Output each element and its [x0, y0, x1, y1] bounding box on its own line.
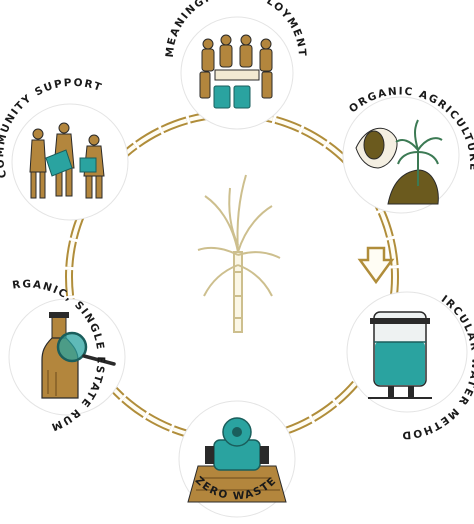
sugarcane-plant-icon — [197, 174, 281, 333]
workers-illustration-icon — [199, 34, 273, 109]
hands-soil-palm-icon — [355, 119, 443, 205]
node-community: COMMUNITY SUPPORT — [0, 77, 129, 221]
distillation-machine-icon — [187, 417, 287, 503]
node-waste: ZERO WASTE — [178, 400, 296, 518]
arrow-icon — [357, 246, 395, 285]
bottle-magnifier-icon — [41, 312, 116, 399]
community-people-icon — [29, 122, 105, 199]
water-tank-icon — [368, 311, 432, 399]
node-agriculture: ORGANIC AGRICULTURE — [342, 85, 474, 214]
node-employment: MEANINGFUL EMPLOYMENT — [164, 0, 307, 130]
